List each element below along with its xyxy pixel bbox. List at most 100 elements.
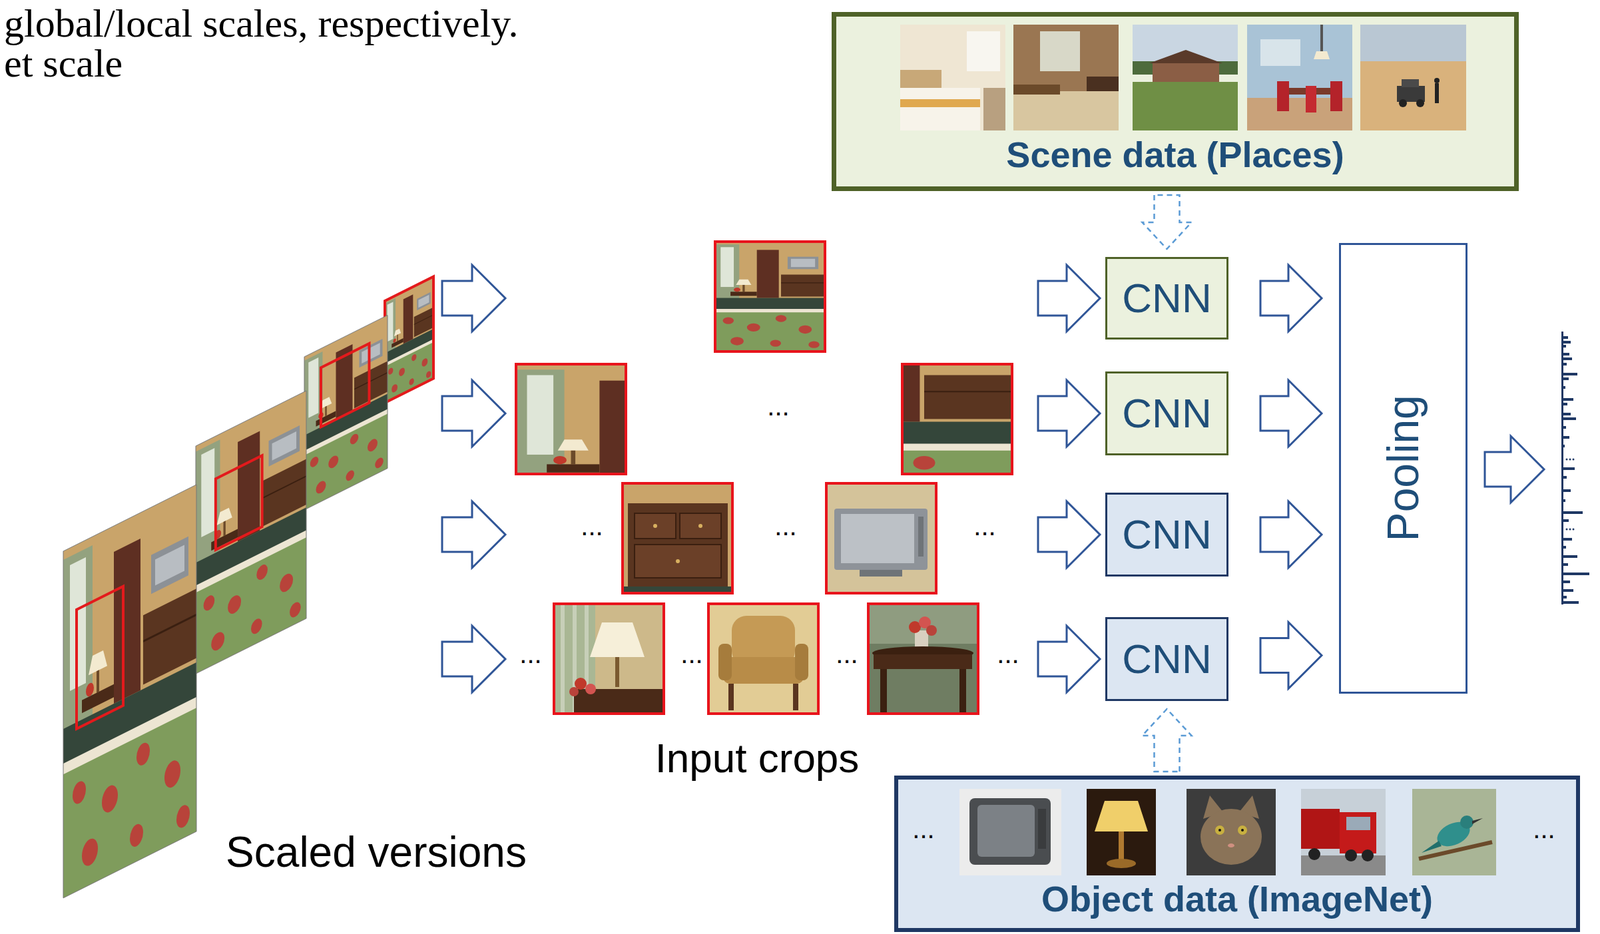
object-photo bbox=[1106, 858, 1136, 869]
crop-image bbox=[918, 516, 924, 557]
crop-image bbox=[723, 657, 804, 684]
cnn-box: CNN bbox=[1105, 257, 1229, 340]
feature-histogram bbox=[1562, 340, 1571, 344]
crop-image bbox=[873, 654, 973, 670]
object-photo bbox=[969, 798, 1051, 865]
feature-histogram bbox=[1562, 357, 1573, 361]
crop-image bbox=[653, 524, 658, 529]
feature-histogram bbox=[1562, 467, 1575, 471]
scaled-image bbox=[63, 484, 197, 899]
scene-photo bbox=[966, 31, 1001, 72]
object-photo bbox=[1346, 816, 1371, 831]
crop-image bbox=[715, 241, 825, 352]
scene-photo bbox=[1247, 24, 1353, 131]
ellipsis: ... bbox=[996, 639, 1019, 669]
crop-image bbox=[840, 514, 915, 564]
crop-image bbox=[718, 643, 732, 681]
feature-histogram bbox=[1562, 595, 1567, 599]
scene-photo bbox=[900, 24, 1006, 131]
dashed-transfer-arrow bbox=[1142, 195, 1192, 250]
dataset-panel: Object data (ImageNet) bbox=[894, 775, 1581, 933]
feature-histogram bbox=[1562, 563, 1569, 566]
cnn-box: CNN bbox=[1105, 617, 1229, 702]
pooling-box: Pooling bbox=[1338, 243, 1468, 694]
block-arrow bbox=[1038, 265, 1100, 332]
object-photo bbox=[1227, 843, 1235, 848]
ellipsis: ... bbox=[680, 639, 703, 669]
crop-image bbox=[715, 241, 825, 352]
scene-photo bbox=[1132, 81, 1238, 131]
feature-histogram bbox=[1562, 537, 1573, 541]
ellipsis: ... bbox=[767, 391, 790, 421]
scene-photo bbox=[1013, 24, 1119, 131]
feature-histogram bbox=[1562, 589, 1574, 592]
crop-image bbox=[795, 643, 809, 681]
scene-photo bbox=[1277, 81, 1290, 112]
object-photo bbox=[1118, 831, 1124, 861]
scaled-image bbox=[63, 484, 197, 899]
crop-image bbox=[902, 364, 1013, 475]
crop-image bbox=[622, 483, 733, 594]
feature-histogram bbox=[1562, 417, 1577, 421]
cnn-label: CNN bbox=[1121, 390, 1212, 437]
pooling-label: Pooling bbox=[1378, 394, 1428, 542]
object-photo bbox=[1086, 789, 1156, 876]
scene-photo bbox=[1398, 99, 1407, 108]
crop-image bbox=[859, 569, 903, 577]
ellipsis: ... bbox=[580, 511, 603, 541]
cnn-label: CNN bbox=[1121, 636, 1212, 682]
object-photo bbox=[1308, 848, 1321, 861]
block-arrow bbox=[442, 380, 506, 447]
dataset-title: Scene data (Places) bbox=[1006, 135, 1344, 175]
block-arrow bbox=[1038, 265, 1100, 693]
cnn-label: CNN bbox=[1121, 512, 1212, 558]
crop-image bbox=[634, 513, 676, 539]
block-arrow bbox=[1038, 625, 1100, 693]
feature-histogram bbox=[1562, 511, 1583, 515]
feature-histogram bbox=[1562, 572, 1590, 576]
scaled-image bbox=[304, 315, 388, 511]
scene-photo bbox=[1149, 49, 1223, 64]
feature-histogram bbox=[1562, 489, 1571, 493]
scaled-image bbox=[76, 586, 124, 730]
scaled-image bbox=[384, 276, 434, 403]
scene-photo bbox=[1305, 85, 1317, 113]
crop-image bbox=[622, 483, 733, 594]
crop-image bbox=[715, 241, 825, 352]
scaled-image bbox=[63, 484, 197, 899]
feature-histogram bbox=[1562, 344, 1567, 348]
scaled-image bbox=[304, 315, 388, 511]
feature-histogram bbox=[1562, 436, 1570, 439]
scaled-image bbox=[215, 455, 263, 550]
block-arrow bbox=[1260, 265, 1322, 332]
object-photo bbox=[1412, 789, 1497, 876]
block-arrow bbox=[442, 625, 506, 693]
feature-histogram bbox=[1562, 412, 1571, 416]
scene-photo bbox=[1152, 63, 1220, 84]
crop-image bbox=[615, 657, 620, 688]
scene-photo bbox=[1360, 24, 1467, 131]
ellipsis: ... bbox=[519, 639, 542, 669]
feature-histogram bbox=[1569, 458, 1572, 461]
feature-histogram bbox=[1562, 555, 1578, 558]
object-photo bbox=[1421, 840, 1442, 853]
object-photo bbox=[1186, 789, 1276, 876]
crop-image bbox=[585, 683, 596, 695]
crop-image bbox=[708, 603, 819, 714]
feature-histogram bbox=[1566, 458, 1569, 461]
scaled-image bbox=[384, 276, 434, 403]
scene-photo bbox=[1416, 99, 1425, 108]
dataset-title: Object data (ImageNet) bbox=[1041, 879, 1433, 919]
object-photo bbox=[1412, 789, 1497, 876]
feature-histogram bbox=[1562, 377, 1569, 381]
stage-label: Scaled versions bbox=[225, 828, 527, 876]
feature-histogram bbox=[1562, 519, 1569, 523]
feature-histogram bbox=[1572, 458, 1575, 461]
object-photo bbox=[977, 804, 1035, 857]
object-photo bbox=[1344, 849, 1357, 862]
feature-histogram bbox=[1562, 580, 1571, 584]
crop-image bbox=[793, 683, 799, 711]
ellipsis: ... bbox=[774, 511, 797, 541]
crop-image bbox=[826, 483, 937, 594]
